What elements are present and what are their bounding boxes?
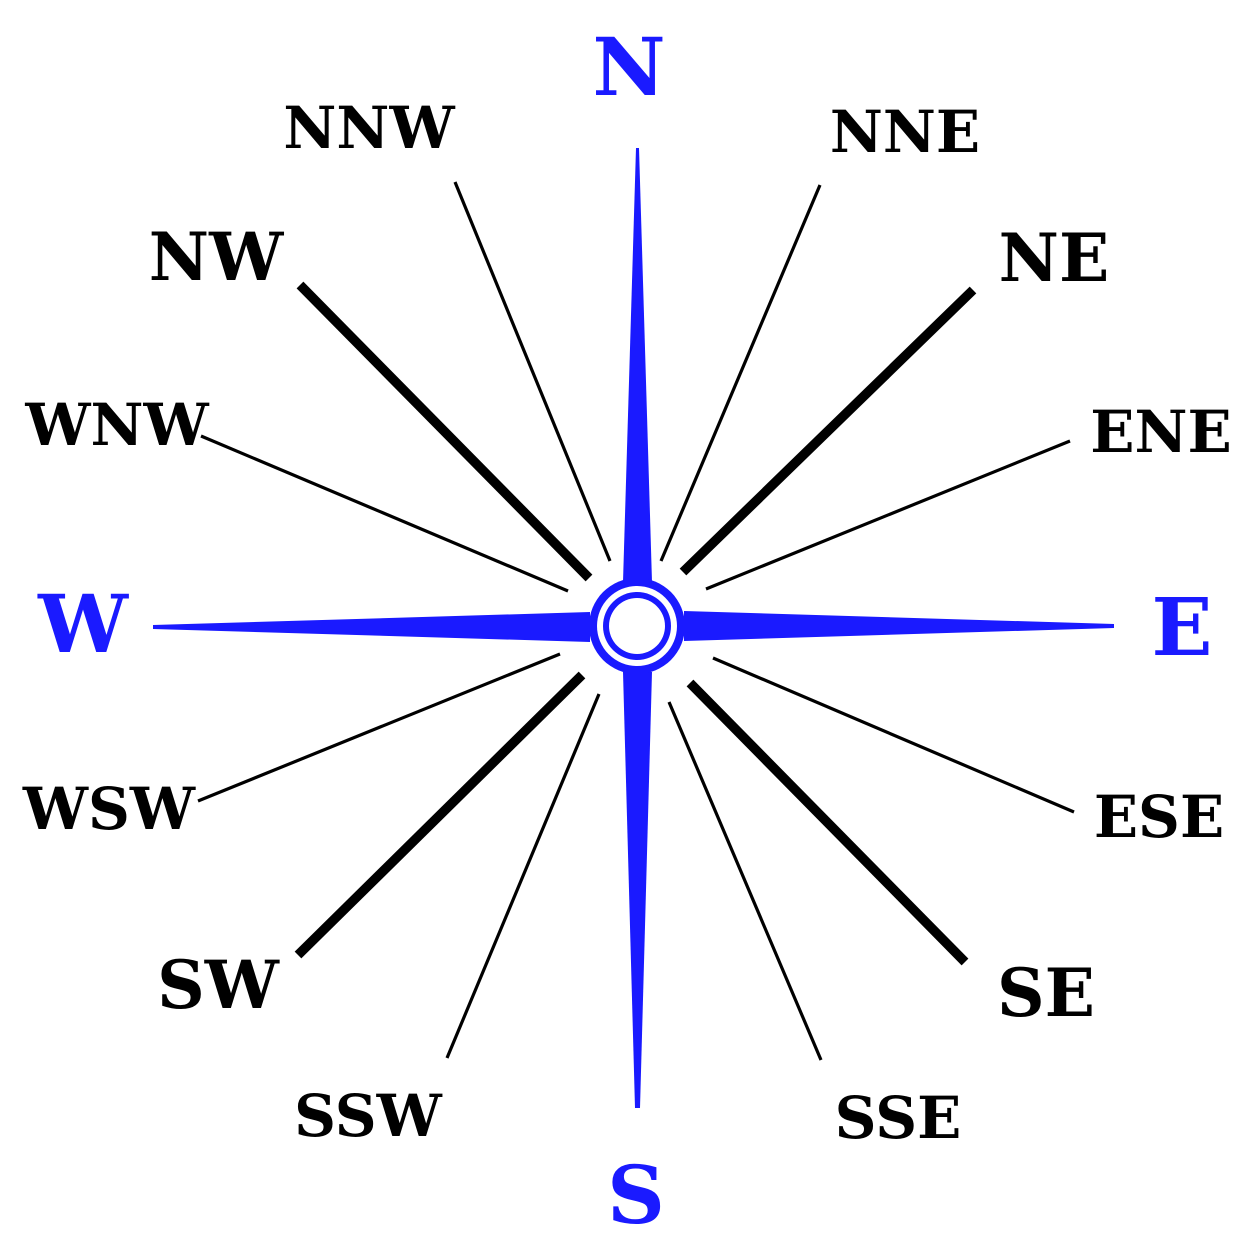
- label-e: E: [1152, 580, 1213, 674]
- label-w: W: [37, 577, 129, 671]
- cardinal-labels: N E S W: [37, 20, 1212, 1242]
- ray-nne: [659, 184, 822, 562]
- label-ene: ENE: [1090, 398, 1231, 466]
- ray-ese: [712, 656, 1075, 814]
- ray-sw: [294, 671, 586, 959]
- ray-nw: [296, 281, 593, 582]
- label-s: S: [607, 1148, 665, 1242]
- secondary-labels: NNE ENE ESE SSE SSW WSW WNW NNW: [22, 94, 1232, 1152]
- ray-nnw: [453, 181, 612, 562]
- label-sw: SW: [157, 946, 280, 1024]
- label-n: N: [592, 20, 665, 114]
- center-hole: [609, 598, 665, 654]
- west-point: [153, 612, 590, 642]
- label-ese: ESE: [1094, 783, 1224, 851]
- intercardinal-labels: NE SE SW NW: [149, 218, 1110, 1032]
- label-se: SE: [997, 954, 1095, 1032]
- label-ne: NE: [999, 219, 1110, 297]
- ray-ne: [679, 286, 977, 576]
- ray-sse: [667, 701, 823, 1061]
- east-point: [684, 611, 1114, 641]
- intercardinal-rays: [294, 281, 977, 966]
- secondary-rays: [197, 181, 1075, 1061]
- label-nw: NW: [149, 218, 284, 296]
- label-nne: NNE: [830, 98, 980, 166]
- ray-se: [686, 679, 969, 966]
- label-wnw: WNW: [24, 391, 209, 459]
- label-wsw: WSW: [22, 775, 196, 843]
- south-point: [623, 672, 652, 1108]
- label-sse: SSE: [835, 1084, 962, 1152]
- ray-ssw: [445, 693, 601, 1059]
- ray-wnw: [200, 434, 569, 593]
- ray-ene: [705, 439, 1071, 591]
- label-nnw: NNW: [283, 94, 455, 162]
- ray-wsw: [197, 652, 561, 803]
- label-ssw: SSW: [294, 1082, 442, 1150]
- north-point: [623, 148, 652, 582]
